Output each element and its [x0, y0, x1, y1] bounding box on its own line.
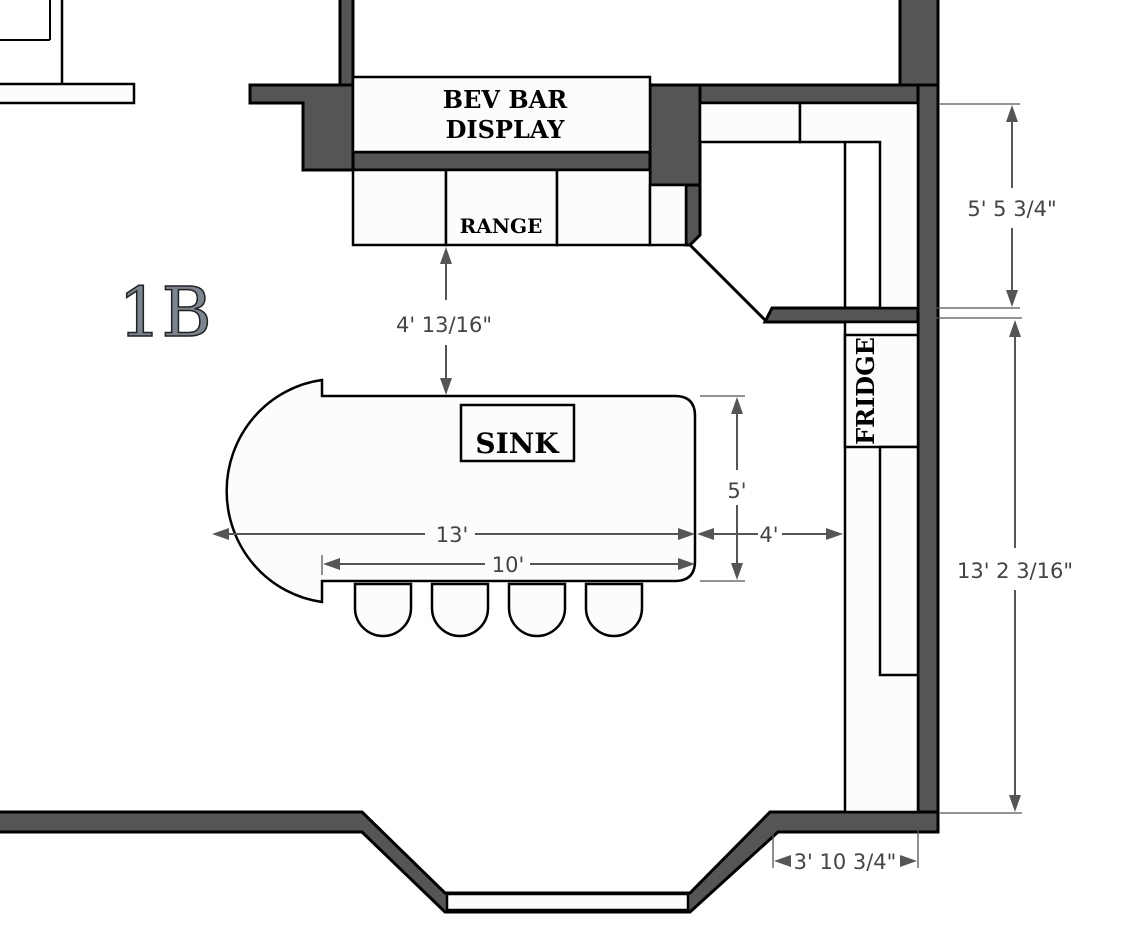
dimension-lines: 4' 13/16" 13' 10' 5' 4' 5: [212, 103, 1073, 874]
dim-upper-right-wall: 5' 5 3/4": [967, 197, 1056, 221]
adjacent-room-fragment: [0, 0, 136, 105]
stool: [430, 582, 490, 638]
bev-bar-label-2: DISPLAY: [446, 115, 566, 144]
right-counter: FRIDGE: [843, 320, 920, 814]
island: SINK: [225, 378, 697, 604]
walls: [0, 0, 940, 914]
stool: [353, 582, 413, 638]
fridge-label: FRIDGE: [851, 337, 880, 445]
sink-label: SINK: [475, 427, 560, 460]
range-cabinets: RANGE: [351, 168, 688, 247]
dim-island-counter: 10': [492, 553, 525, 577]
dim-bottom-right: 3' 10 3/4": [794, 850, 897, 874]
bev-bar-display: BEV BAR DISPLAY: [351, 75, 652, 154]
dim-island-depth: 5': [727, 479, 746, 503]
dim-range-to-island: 4' 13/16": [396, 313, 492, 337]
dim-island-length: 13': [436, 523, 469, 547]
sink: [459, 403, 576, 463]
room-label: 1B: [118, 274, 211, 353]
range-label: RANGE: [460, 214, 543, 238]
corner-cabinets: [688, 101, 920, 322]
stools: [353, 582, 644, 638]
dim-right-wall: 13' 2 3/16": [957, 559, 1073, 583]
bev-bar-label: BEV BAR: [443, 85, 568, 114]
dim-island-to-counter: 4': [759, 523, 778, 547]
stool: [507, 582, 567, 638]
stool: [584, 582, 644, 638]
